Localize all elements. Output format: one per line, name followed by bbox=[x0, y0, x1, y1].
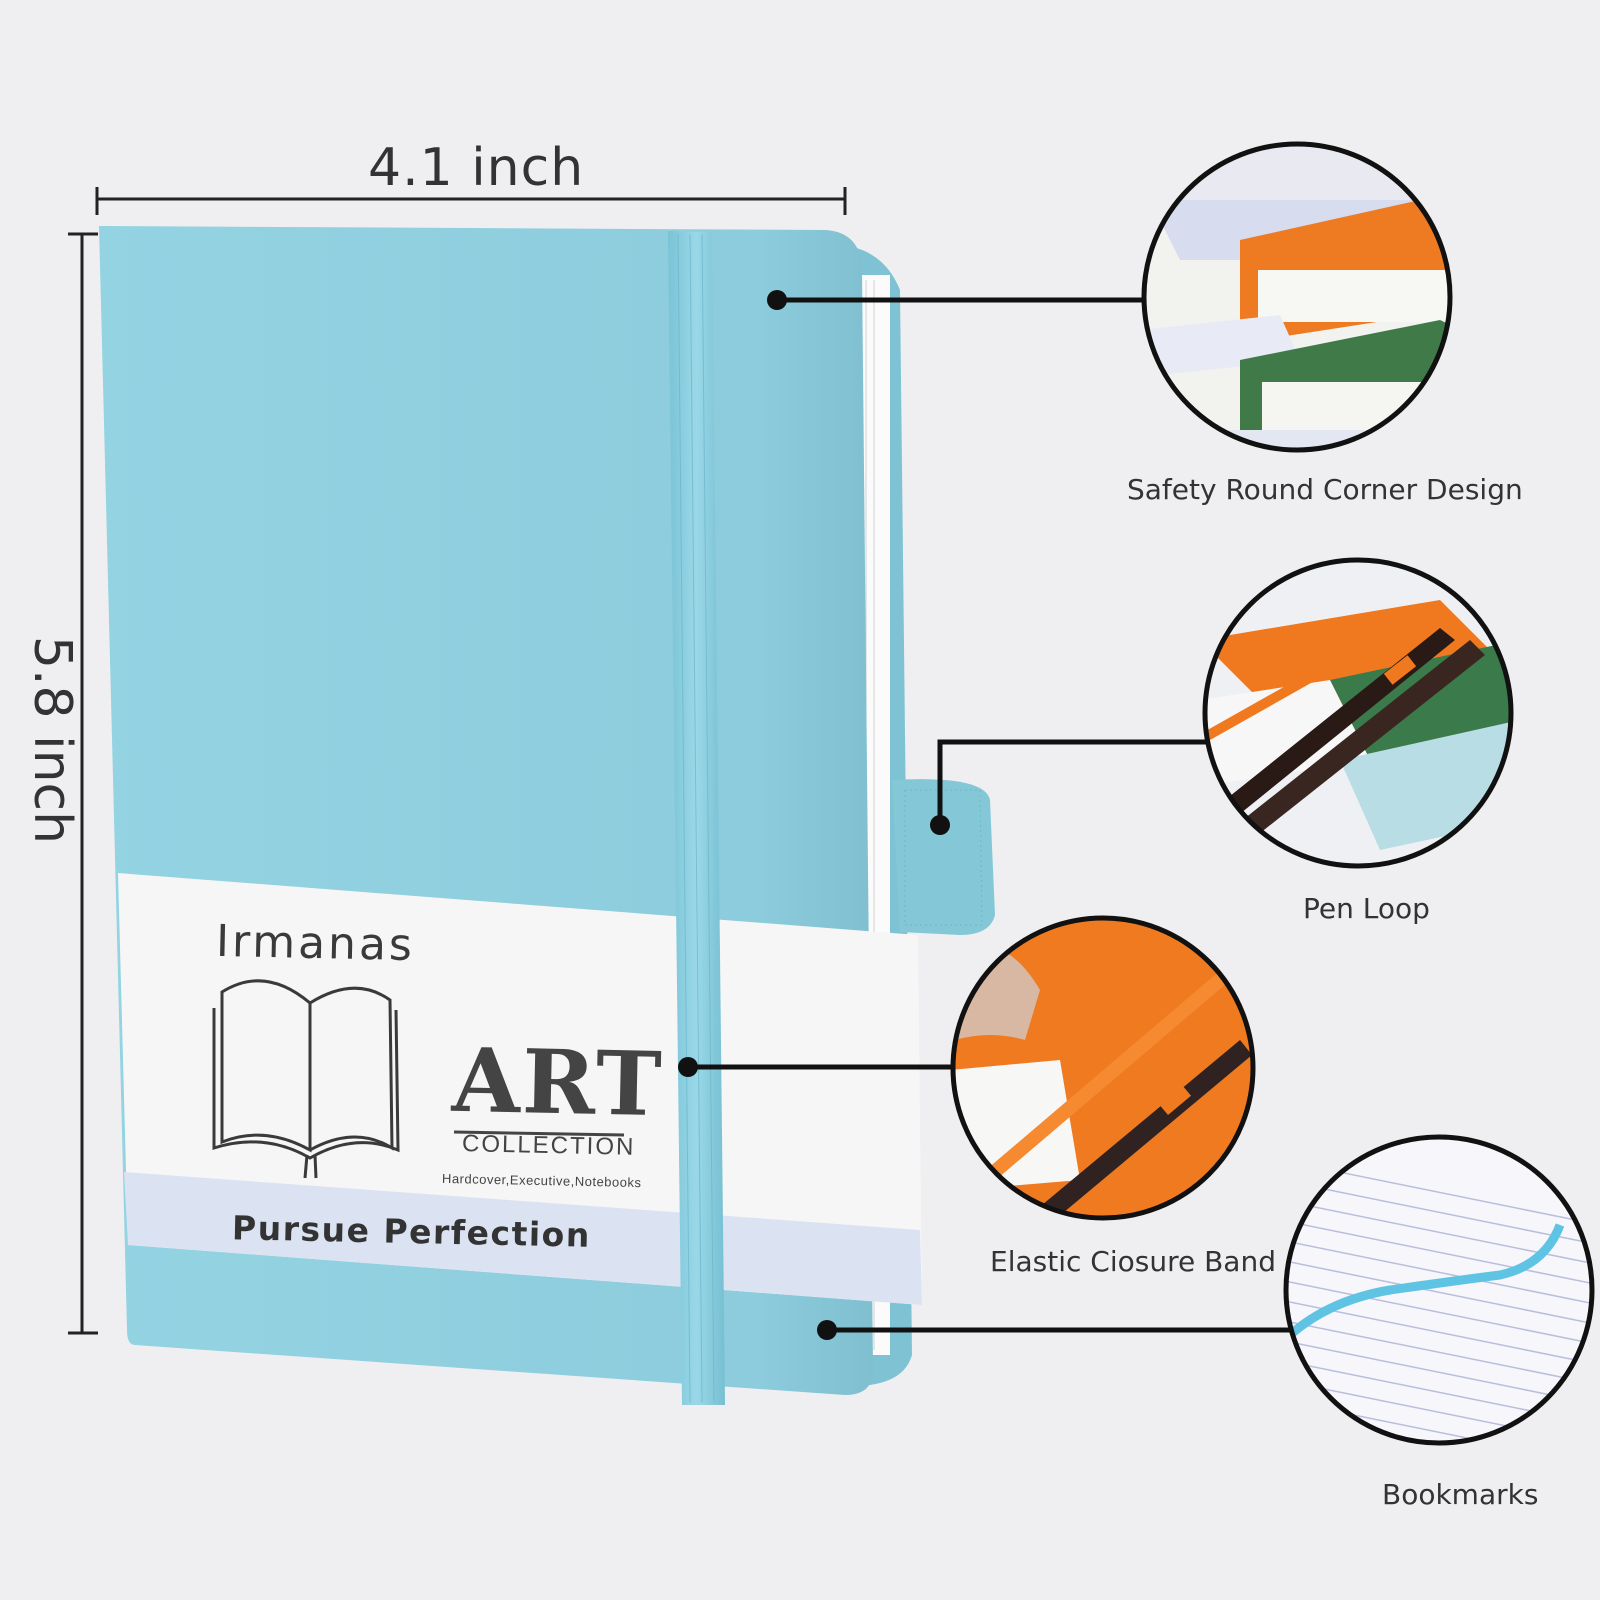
elastic-band-detail-icon bbox=[950, 915, 1256, 1221]
height-dimension-label: 5.8 inch bbox=[22, 635, 82, 845]
width-dimension-line bbox=[95, 187, 847, 215]
pen-loop-detail-icon bbox=[1202, 557, 1514, 869]
callout-label-bookmarks: Bookmarks bbox=[1382, 1478, 1539, 1511]
notebook bbox=[99, 226, 995, 1405]
collection-label: COLLECTION bbox=[461, 1130, 636, 1161]
art-label: ART bbox=[450, 1027, 665, 1137]
callout-label-round-corner: Safety Round Corner Design bbox=[1127, 473, 1523, 506]
art-underline bbox=[453, 1130, 625, 1137]
round-corner-detail-icon bbox=[1141, 141, 1453, 453]
ribbon-bookmark-detail-icon bbox=[1283, 1134, 1595, 1446]
open-book-logo bbox=[212, 979, 400, 1179]
slogan: Pursue Perfection bbox=[231, 1208, 592, 1255]
callout-connectors bbox=[678, 290, 1295, 1340]
height-dimension-line bbox=[68, 232, 98, 1335]
pen-loop bbox=[892, 779, 995, 935]
width-dimension-label: 4.1 inch bbox=[368, 138, 585, 198]
callout-label-pen-loop: Pen Loop bbox=[1303, 892, 1430, 925]
brand-name: Irmanas bbox=[215, 915, 416, 972]
callout-label-elastic-band: Elastic Ciosure Band bbox=[990, 1245, 1276, 1278]
